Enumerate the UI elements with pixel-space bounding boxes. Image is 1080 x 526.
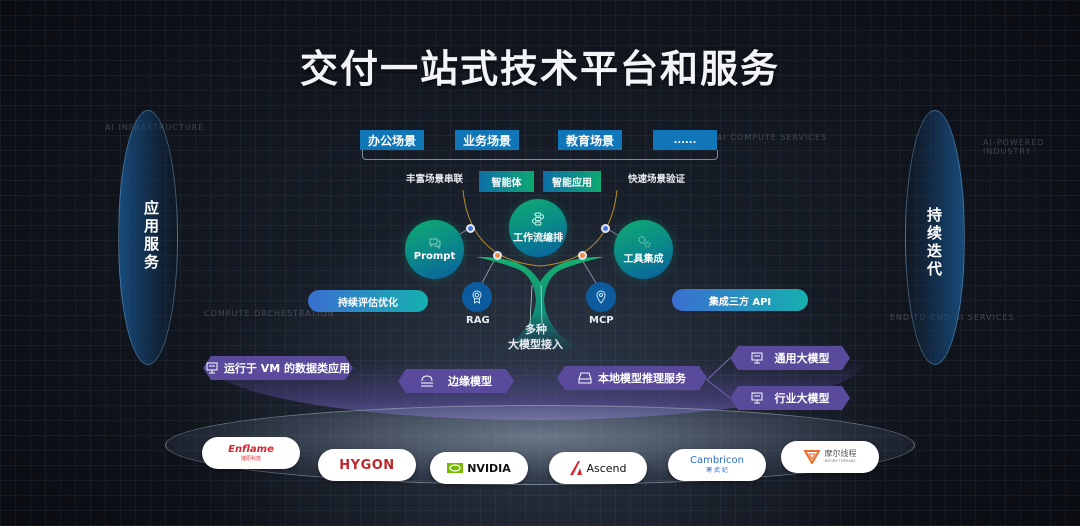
vm-apps-label: 运行于 VM 的数据类应用 xyxy=(223,362,351,375)
bg-label-ai-powered-industry: AI-POWERED INDUSTRY xyxy=(983,138,1045,156)
local-inference-tag[interactable]: 本地模型推理服务 xyxy=(557,366,707,390)
industry-llm-tag[interactable]: 行业大模型 xyxy=(730,386,850,410)
hygon-logo-text: HYGON xyxy=(339,457,395,473)
tree-trunk xyxy=(476,256,604,350)
location-pin-icon xyxy=(596,290,606,304)
vm-apps-tag[interactable]: 运行于 VM 的数据类应用 xyxy=(203,356,353,380)
scenario-office[interactable]: 办公场景 xyxy=(360,130,424,150)
note-rich-scenarios: 丰富场景串联 xyxy=(406,174,464,185)
moore-threads-logo-text: 摩尔线程 xyxy=(824,449,857,459)
scenario-education[interactable]: 教育场景 xyxy=(558,130,622,150)
bg-label-compute-orchestration: COMPUTE ORCHESTRATION xyxy=(204,309,335,318)
moore-threads-logo-sub: MOORE THREADS xyxy=(824,459,856,464)
gears-icon xyxy=(636,235,652,248)
ascend-logo-icon xyxy=(569,460,583,476)
prompt-node[interactable]: Prompt xyxy=(405,220,464,279)
model-access-line2: 大模型接入 xyxy=(508,338,563,351)
monitor-icon xyxy=(751,352,763,364)
enflame-logo-text: Enflame xyxy=(228,443,274,455)
rag-label: RAG xyxy=(466,315,490,326)
vendor-hygon[interactable]: HYGON xyxy=(318,449,416,481)
connector-dot xyxy=(601,224,610,233)
scenario-business[interactable]: 业务场景 xyxy=(455,130,519,150)
continuous-evaluation-pill[interactable]: 持续评估优化 xyxy=(308,290,428,312)
arrow-left xyxy=(529,284,533,326)
monitor-icon xyxy=(751,392,763,404)
edge-model-label: 边缘模型 xyxy=(448,375,492,388)
connector-dot xyxy=(578,251,587,260)
workflow-node[interactable]: 工作流编排 xyxy=(509,199,567,257)
agent-button[interactable]: 智能体 xyxy=(479,171,534,192)
general-llm-label: 通用大模型 xyxy=(774,352,830,365)
bg-label-ai-compute-services: AI COMPUTE SERVICES xyxy=(717,133,828,142)
connector-dot xyxy=(466,224,475,233)
moore-threads-logo-icon xyxy=(803,450,820,464)
general-llm-tag[interactable]: 通用大模型 xyxy=(730,346,850,370)
side-label-continuous-iteration: 持续迭代 xyxy=(925,207,943,279)
left-side-ellipse xyxy=(118,110,178,365)
enflame-logo-sub: 燧原科技 xyxy=(240,455,261,462)
scenario-more[interactable]: ...... xyxy=(653,130,717,150)
mcp-node[interactable] xyxy=(586,282,616,312)
prompt-label: Prompt xyxy=(413,251,456,262)
tools-node[interactable]: 工具集成 xyxy=(614,220,673,279)
note-fast-validation: 快速场景验证 xyxy=(628,174,686,185)
mcp-label: MCP xyxy=(589,315,614,326)
page-title: 交付一站式技术平台和服务 xyxy=(299,47,780,91)
connector-dot xyxy=(493,251,502,260)
badge-icon xyxy=(471,290,483,304)
nvidia-eye-icon xyxy=(447,463,464,473)
workflow-icon xyxy=(530,212,546,226)
scenario-bracket xyxy=(362,150,718,160)
vendor-moore-threads[interactable]: 摩尔线程 MOORE THREADS xyxy=(781,441,879,473)
vendor-ascend[interactable]: Ascend xyxy=(549,452,647,484)
vendor-cambricon[interactable]: Cambricon 寒 武 纪 xyxy=(668,449,766,481)
cloud-stack-icon xyxy=(420,375,434,387)
vendor-enflame[interactable]: Enflame 燧原科技 xyxy=(202,437,300,469)
tools-label: 工具集成 xyxy=(623,253,664,265)
industry-llm-label: 行业大模型 xyxy=(774,392,830,405)
side-label-app-services: 应用服务 xyxy=(142,200,160,272)
monitor-icon xyxy=(206,362,218,374)
model-access-line1: 多种 xyxy=(525,323,547,336)
smart-app-button[interactable]: 智能应用 xyxy=(543,171,601,192)
inbox-icon xyxy=(578,372,592,384)
rag-node[interactable] xyxy=(462,282,492,312)
workflow-label: 工作流编排 xyxy=(513,233,563,244)
cambricon-logo-text: Cambricon xyxy=(689,455,745,466)
nvidia-logo-text: NVIDIA xyxy=(467,461,511,475)
arrow-right xyxy=(540,284,543,326)
third-party-api-pill[interactable]: 集成三方 API xyxy=(672,289,808,311)
ascend-logo-text: Ascend xyxy=(586,461,627,475)
cambricon-logo-sub: 寒 武 纪 xyxy=(706,467,728,474)
edge-model-tag[interactable]: 边缘模型 xyxy=(398,369,514,393)
chat-icon xyxy=(428,237,442,249)
local-inference-label: 本地模型推理服务 xyxy=(598,372,686,385)
vendor-nvidia[interactable]: NVIDIA xyxy=(430,452,528,484)
